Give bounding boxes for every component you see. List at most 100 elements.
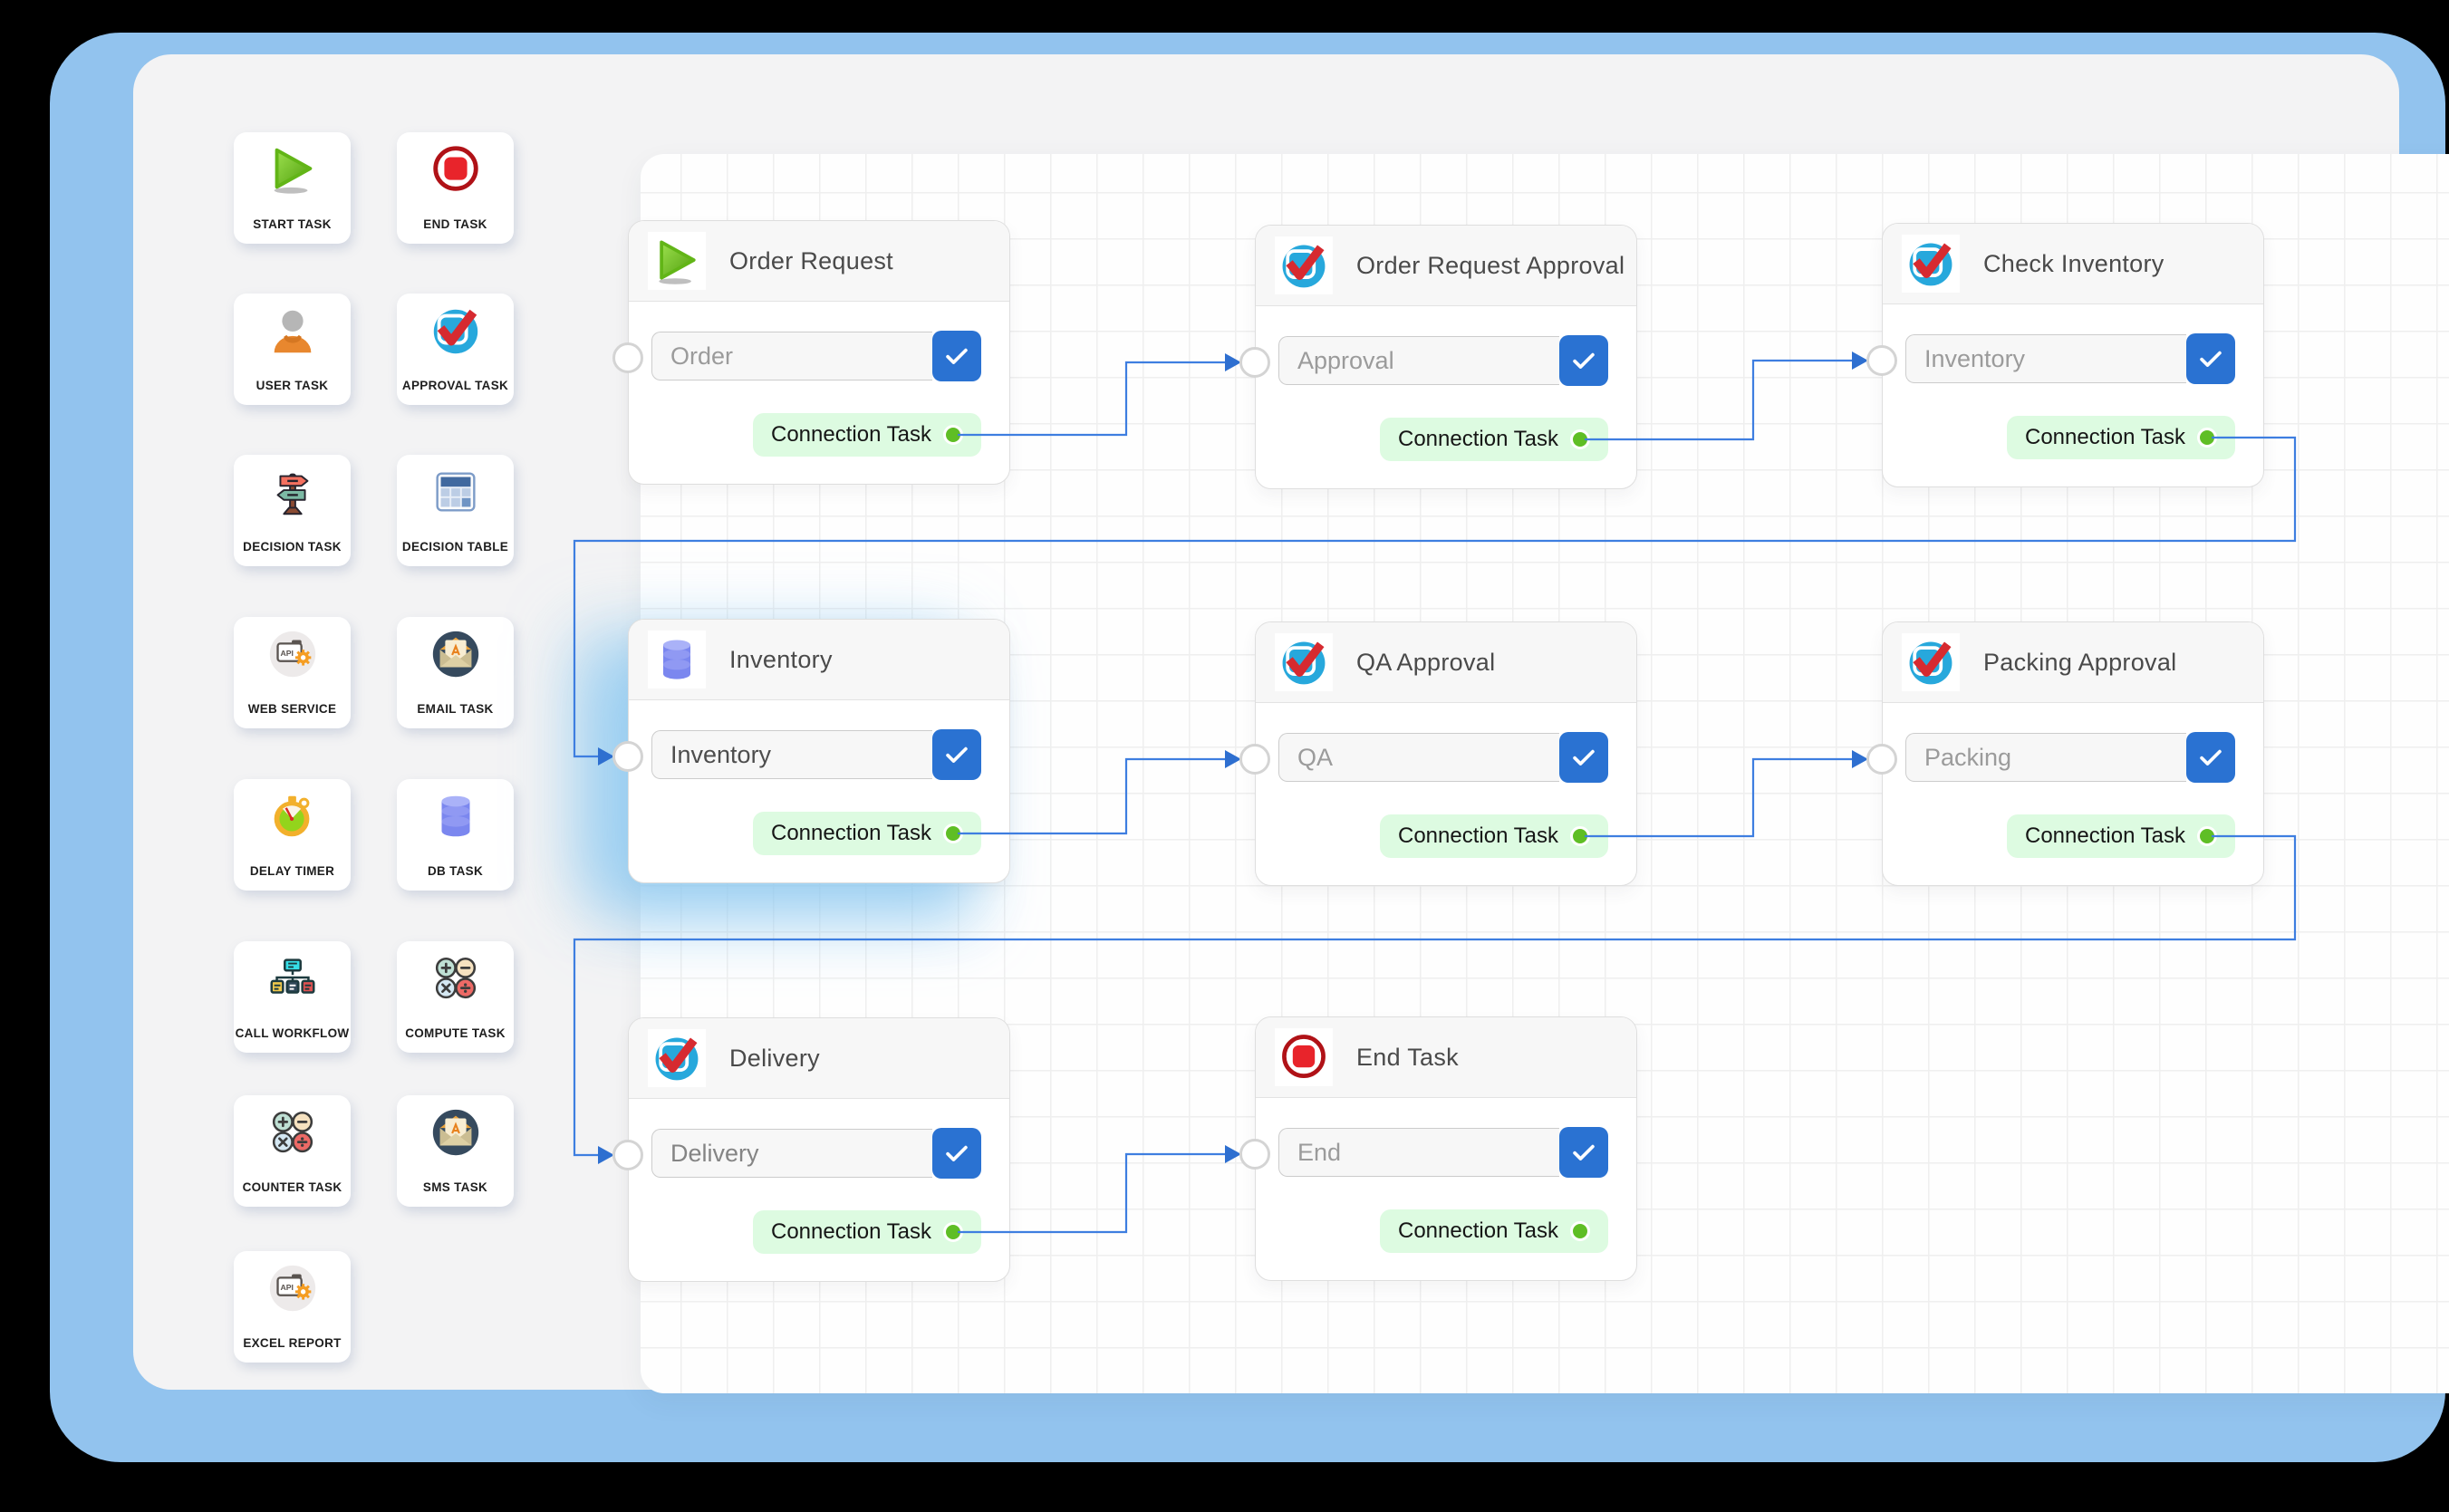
node-title: Delivery — [729, 1044, 820, 1072]
connection-output-dot[interactable] — [1570, 429, 1590, 449]
connection-output-dot[interactable] — [1570, 1221, 1590, 1241]
delivery-connection-badge[interactable]: Connection Task — [753, 1210, 981, 1254]
palette-item-db_task[interactable]: DB TASK — [397, 779, 514, 891]
palette-item-label: CALL WORKFLOW — [235, 1026, 350, 1040]
inventory-connection-badge[interactable]: Connection Task — [753, 812, 981, 855]
db-icon — [648, 631, 706, 689]
web-icon: API — [265, 626, 321, 682]
palette-item-label: USER TASK — [256, 379, 329, 392]
connection-output-dot[interactable] — [943, 1222, 963, 1242]
connection-output-dot[interactable] — [943, 823, 963, 843]
check_inventory-name-input[interactable]: Inventory — [1905, 334, 2186, 383]
palette-item-delay_timer[interactable]: DELAY TIMER — [234, 779, 351, 891]
palette-item-sms_task[interactable]: SMS TASK — [397, 1095, 514, 1207]
check_inventory-connection-badge[interactable]: Connection Task — [2007, 416, 2235, 459]
packing-connection-badge[interactable]: Connection Task — [2007, 814, 2235, 858]
connection-badge-label: Connection Task — [1398, 1218, 1558, 1243]
palette-item-label: END TASK — [423, 217, 487, 231]
approval-icon — [1902, 633, 1960, 691]
decision-icon — [265, 464, 321, 520]
node-title: Inventory — [729, 645, 833, 673]
palette-item-label: WEB SERVICE — [247, 702, 337, 716]
start-icon — [648, 232, 706, 290]
node-title: QA Approval — [1356, 648, 1496, 676]
connection-badge-label: Connection Task — [2025, 425, 2185, 449]
node-header: Delivery — [629, 1018, 1009, 1099]
palette-item-label: COUNTER TASK — [242, 1180, 342, 1194]
order-confirm-button[interactable] — [932, 331, 981, 381]
timer-icon — [265, 788, 321, 844]
palette-item-end_task[interactable]: END TASK — [397, 132, 514, 244]
approval-confirm-button[interactable] — [1559, 335, 1608, 386]
palette-item-call_workflow[interactable]: CALL WORKFLOW — [234, 941, 351, 1053]
palette-item-label: COMPUTE TASK — [405, 1026, 506, 1040]
connection-badge-label: Connection Task — [771, 422, 931, 447]
node-header: Packing Approval — [1883, 622, 2263, 703]
packing-name-input[interactable]: Packing — [1905, 733, 2186, 782]
node-header: Check Inventory — [1883, 224, 2263, 304]
compute-icon — [428, 950, 484, 1006]
end-connection-badge[interactable]: Connection Task — [1380, 1209, 1608, 1253]
palette-item-label: DECISION TABLE — [401, 540, 509, 554]
end-confirm-button[interactable] — [1559, 1127, 1608, 1178]
palette-item-counter_task[interactable]: COUNTER TASK — [234, 1095, 351, 1207]
connection-output-dot[interactable] — [943, 425, 963, 445]
node-title: Order Request Approval — [1356, 251, 1625, 279]
end-name-input[interactable]: End — [1278, 1128, 1559, 1177]
palette-item-label: EXCEL REPORT — [243, 1336, 342, 1350]
db-icon — [428, 788, 484, 844]
order-connection-badge[interactable]: Connection Task — [753, 413, 981, 457]
node-header: Order Request Approval — [1256, 226, 1636, 306]
approval-icon — [1275, 236, 1333, 294]
inventory-confirm-button[interactable] — [932, 729, 981, 780]
connection-output-dot[interactable] — [2197, 428, 2217, 448]
connection-badge-label: Connection Task — [2025, 823, 2185, 848]
approval-icon — [428, 303, 484, 359]
qa-connection-badge[interactable]: Connection Task — [1380, 814, 1608, 858]
order-name-input[interactable]: Order — [651, 332, 932, 380]
approval-connection-badge[interactable]: Connection Task — [1380, 418, 1608, 461]
palette-item-label: START TASK — [253, 217, 332, 231]
end-icon — [428, 141, 484, 197]
node-title: Check Inventory — [1983, 249, 2165, 277]
email-icon — [428, 626, 484, 682]
approval-name-input[interactable]: Approval — [1278, 336, 1559, 385]
palette-item-approval_task[interactable]: APPROVAL TASK — [397, 294, 514, 405]
palette-item-excel_report[interactable]: API EXCEL REPORT — [234, 1251, 351, 1363]
connection-badge-label: Connection Task — [1398, 823, 1558, 848]
qa-confirm-button[interactable] — [1559, 732, 1608, 783]
palette-item-label: APPROVAL TASK — [401, 379, 509, 392]
qa-name-input[interactable]: QA — [1278, 733, 1559, 782]
approval-icon — [648, 1029, 706, 1087]
node-title: Order Request — [729, 246, 893, 274]
inventory-name-input[interactable]: Inventory — [651, 730, 932, 779]
palette-item-user_task[interactable]: USER TASK — [234, 294, 351, 405]
connection-output-dot[interactable] — [1570, 826, 1590, 846]
palette-item-web_service[interactable]: API WEB SERVICE — [234, 617, 351, 728]
delivery-name-input[interactable]: Delivery — [651, 1129, 932, 1178]
connection-output-dot[interactable] — [2197, 826, 2217, 846]
packing-confirm-button[interactable] — [2186, 732, 2235, 783]
node-title: Packing Approval — [1983, 648, 2177, 676]
node-header: Inventory — [629, 620, 1009, 700]
svg-text:API: API — [280, 1283, 294, 1292]
check_inventory-confirm-button[interactable] — [2186, 333, 2235, 384]
compute-icon — [265, 1104, 321, 1160]
palette-item-decision_task[interactable]: DECISION TASK — [234, 455, 351, 566]
palette-item-compute_task[interactable]: COMPUTE TASK — [397, 941, 514, 1053]
palette-item-email_task[interactable]: EMAIL TASK — [397, 617, 514, 728]
decision_table-icon — [428, 464, 484, 520]
delivery-confirm-button[interactable] — [932, 1128, 981, 1179]
palette-item-decision_table[interactable]: DECISION TABLE — [397, 455, 514, 566]
node-header: End Task — [1256, 1017, 1636, 1098]
email-icon — [428, 1104, 484, 1160]
palette-item-start_task[interactable]: START TASK — [234, 132, 351, 244]
